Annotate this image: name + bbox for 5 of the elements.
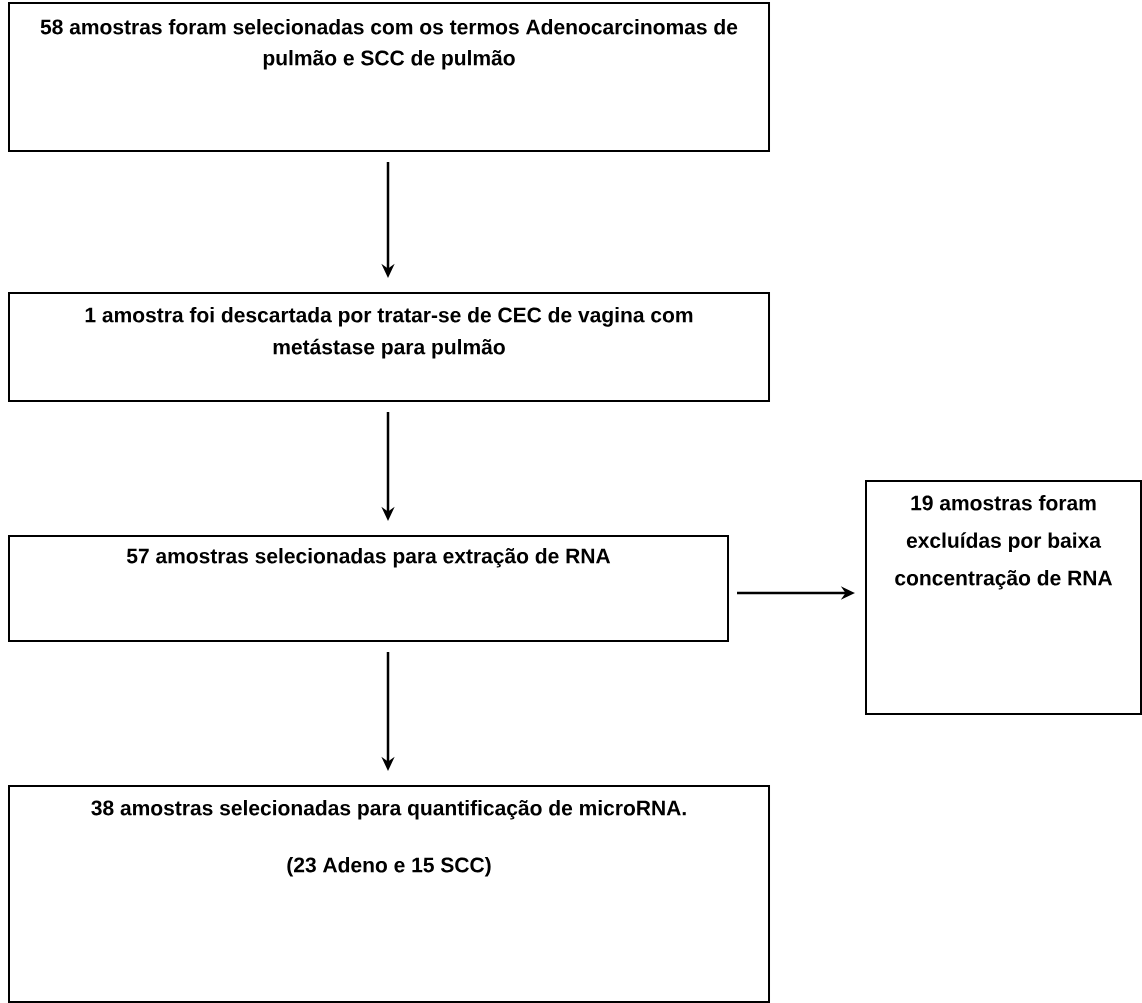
process-box: 57 amostras selecionadas para extração de RNA — [8, 535, 729, 642]
process-box: 19 amostras foram excluídas por baixa concentração de RNA — [865, 480, 1142, 715]
process-box: 58 amostras foram selecionadas com os termos Adenocarcinomas de pulmão e SCC de pulmão — [8, 2, 770, 152]
process-box: 38 amostras selecionadas para quantificação de microRNA. (23 Adeno e 15 SCC) — [8, 785, 770, 1003]
process-box: 1 amostra foi descartada por tratar-se de CEC de vagina com metástase para pulmão — [8, 292, 770, 402]
